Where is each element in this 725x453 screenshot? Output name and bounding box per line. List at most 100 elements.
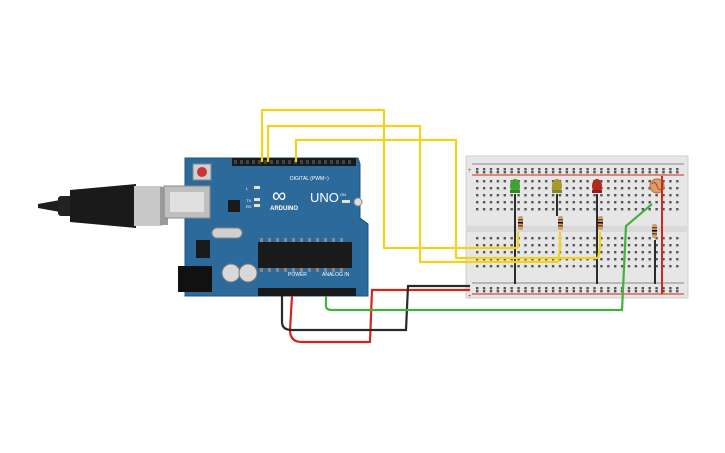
breadboard-hole[interactable] bbox=[476, 208, 479, 211]
breadboard-hole[interactable] bbox=[627, 187, 631, 190]
breadboard-hole[interactable] bbox=[517, 194, 520, 197]
breadboard-hole[interactable] bbox=[510, 244, 513, 247]
breadboard-hole[interactable] bbox=[648, 171, 651, 174]
breadboard-hole[interactable] bbox=[586, 287, 589, 290]
breadboard-hole[interactable] bbox=[510, 208, 513, 211]
breadboard-hole[interactable] bbox=[551, 237, 555, 240]
breadboard-hole[interactable] bbox=[482, 171, 486, 174]
breadboard-hole[interactable] bbox=[538, 208, 541, 211]
breadboard-hole[interactable] bbox=[496, 180, 500, 183]
breadboard-hole[interactable] bbox=[503, 244, 506, 247]
breadboard-hole[interactable] bbox=[648, 187, 651, 190]
breadboard-hole[interactable] bbox=[614, 180, 617, 183]
breadboard-hole[interactable] bbox=[627, 194, 631, 197]
breadboard-hole[interactable] bbox=[531, 208, 534, 211]
breadboard-hole[interactable] bbox=[655, 290, 658, 293]
breadboard-hole[interactable] bbox=[593, 290, 596, 293]
breadboard-hole[interactable] bbox=[538, 171, 541, 174]
breadboard-hole[interactable] bbox=[572, 237, 575, 240]
breadboard-hole[interactable] bbox=[655, 171, 658, 174]
breadboard-hole[interactable] bbox=[476, 201, 479, 204]
breadboard-hole[interactable] bbox=[496, 244, 500, 247]
breadboard-hole[interactable] bbox=[496, 208, 500, 211]
breadboard-hole[interactable] bbox=[531, 194, 534, 197]
breadboard-hole[interactable] bbox=[489, 265, 493, 268]
breadboard-hole[interactable] bbox=[545, 237, 548, 240]
breadboard-hole[interactable] bbox=[600, 287, 603, 290]
breadboard-hole[interactable] bbox=[489, 187, 493, 190]
breadboard-hole[interactable] bbox=[620, 171, 624, 174]
breadboard-hole[interactable] bbox=[669, 187, 672, 190]
breadboard-hole[interactable] bbox=[545, 258, 548, 261]
breadboard-hole[interactable] bbox=[510, 287, 513, 290]
breadboard-hole[interactable] bbox=[641, 180, 644, 183]
breadboard-hole[interactable] bbox=[510, 258, 513, 261]
breadboard-hole[interactable] bbox=[545, 244, 548, 247]
breadboard-hole[interactable] bbox=[607, 201, 610, 204]
breadboard-hole[interactable] bbox=[579, 251, 582, 254]
breadboard-hole[interactable] bbox=[510, 251, 513, 254]
breadboard-hole[interactable] bbox=[538, 265, 541, 268]
breadboard-hole[interactable] bbox=[655, 201, 658, 204]
breadboard-hole[interactable] bbox=[614, 251, 617, 254]
breadboard-hole[interactable] bbox=[641, 265, 644, 268]
breadboard-hole[interactable] bbox=[648, 244, 651, 247]
breadboard-hole[interactable] bbox=[676, 265, 679, 268]
breadboard-hole[interactable] bbox=[600, 237, 603, 240]
breadboard-hole[interactable] bbox=[579, 208, 582, 211]
breadboard-hole[interactable] bbox=[586, 194, 589, 197]
breadboard-hole[interactable] bbox=[648, 290, 651, 293]
breadboard-hole[interactable] bbox=[607, 194, 610, 197]
breadboard-hole[interactable] bbox=[565, 194, 569, 197]
breadboard-hole[interactable] bbox=[503, 265, 506, 268]
breadboard-hole[interactable] bbox=[614, 244, 617, 247]
breadboard-hole[interactable] bbox=[579, 171, 582, 174]
breadboard-hole[interactable] bbox=[476, 171, 479, 174]
breadboard-hole[interactable] bbox=[496, 290, 500, 293]
breadboard-hole[interactable] bbox=[607, 171, 610, 174]
breadboard-hole[interactable] bbox=[648, 201, 651, 204]
breadboard-hole[interactable] bbox=[545, 265, 548, 268]
breadboard-hole[interactable] bbox=[600, 208, 603, 211]
breadboard-hole[interactable] bbox=[482, 201, 486, 204]
breadboard-hole[interactable] bbox=[607, 258, 610, 261]
photoresistor[interactable] bbox=[649, 178, 665, 194]
breadboard-hole[interactable] bbox=[607, 290, 610, 293]
breadboard-hole[interactable] bbox=[655, 194, 658, 197]
breadboard-hole[interactable] bbox=[482, 187, 486, 190]
breadboard-hole[interactable] bbox=[531, 237, 534, 240]
breadboard-hole[interactable] bbox=[538, 237, 541, 240]
breadboard-hole[interactable] bbox=[517, 265, 520, 268]
breadboard-hole[interactable] bbox=[572, 201, 575, 204]
breadboard-hole[interactable] bbox=[586, 244, 589, 247]
breadboard-hole[interactable] bbox=[517, 168, 520, 171]
yellow-wires[interactable] bbox=[260, 108, 602, 264]
breadboard-hole[interactable] bbox=[476, 258, 479, 261]
breadboard-hole[interactable] bbox=[558, 290, 562, 293]
breadboard-hole[interactable] bbox=[496, 168, 500, 171]
breadboard-hole[interactable] bbox=[627, 180, 631, 183]
breadboard-hole[interactable] bbox=[676, 237, 679, 240]
breadboard-hole[interactable] bbox=[634, 258, 638, 261]
breadboard-hole[interactable] bbox=[676, 168, 679, 171]
breadboard-hole[interactable] bbox=[627, 171, 631, 174]
breadboard-hole[interactable] bbox=[538, 251, 541, 254]
breadboard-hole[interactable] bbox=[676, 258, 679, 261]
breadboard-hole[interactable] bbox=[600, 290, 603, 293]
breadboard-hole[interactable] bbox=[607, 168, 610, 171]
breadboard-hole[interactable] bbox=[476, 251, 479, 254]
breadboard-hole[interactable] bbox=[565, 208, 569, 211]
breadboard-hole[interactable] bbox=[482, 290, 486, 293]
breadboard-hole[interactable] bbox=[607, 244, 610, 247]
breadboard[interactable]: + + bbox=[465, 155, 689, 300]
breadboard-hole[interactable] bbox=[586, 168, 589, 171]
breadboard-hole[interactable] bbox=[669, 265, 672, 268]
breadboard-hole[interactable] bbox=[655, 168, 658, 171]
breadboard-hole[interactable] bbox=[524, 244, 527, 247]
breadboard-hole[interactable] bbox=[572, 171, 575, 174]
breadboard-hole[interactable] bbox=[538, 258, 541, 261]
breadboard-hole[interactable] bbox=[600, 201, 603, 204]
breadboard-hole[interactable] bbox=[641, 187, 644, 190]
breadboard-hole[interactable] bbox=[607, 287, 610, 290]
